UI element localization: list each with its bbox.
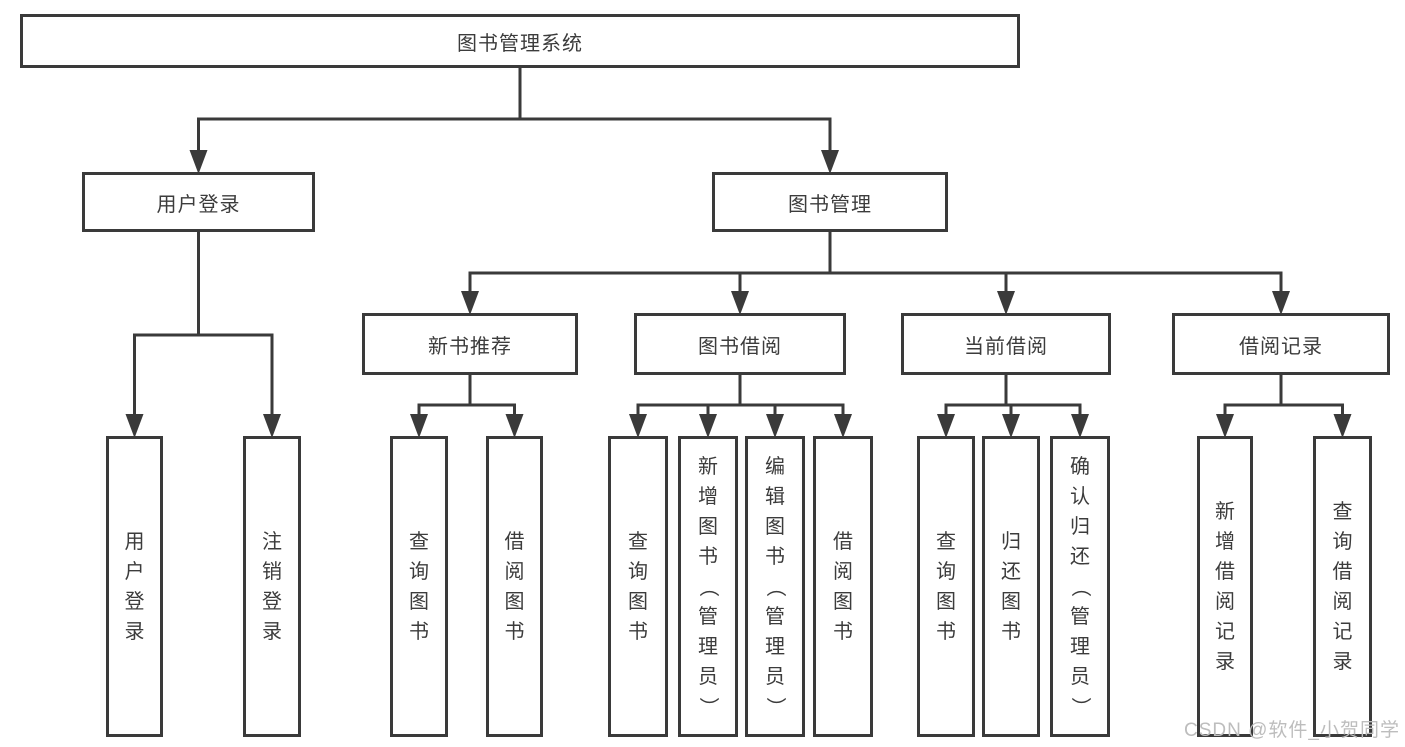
node-label: 新增图书（管理员） bbox=[697, 455, 719, 717]
node-leaf-logout: 注销登录 bbox=[243, 436, 301, 737]
node-label: 查询图书 bbox=[936, 530, 956, 643]
node-label: 图书管理 bbox=[788, 193, 872, 216]
node-label: 新书推荐 bbox=[428, 335, 512, 358]
node-label: 编辑图书（管理员） bbox=[764, 455, 786, 717]
node-bb-borrow-books: 借阅图书 bbox=[813, 436, 873, 737]
node-label: 新增借阅记录 bbox=[1215, 500, 1235, 673]
node-br-add-record: 新增借阅记录 bbox=[1197, 436, 1253, 737]
node-label: 用户登录 bbox=[124, 530, 145, 643]
node-nb-borrow-books: 借阅图书 bbox=[486, 436, 543, 737]
node-new-book-rec: 新书推荐 bbox=[362, 313, 578, 375]
node-label: 查询借阅记录 bbox=[1332, 500, 1353, 673]
node-label: 借阅图书 bbox=[504, 530, 525, 643]
node-cb-return-books: 归还图书 bbox=[982, 436, 1040, 737]
node-br-query-record: 查询借阅记录 bbox=[1313, 436, 1372, 737]
node-current-borrow: 当前借阅 bbox=[901, 313, 1111, 375]
node-label: 查询图书 bbox=[409, 530, 429, 643]
node-label: 确认归还（管理员） bbox=[1069, 455, 1091, 717]
node-bb-add-books: 新增图书（管理员） bbox=[678, 436, 738, 737]
node-borrow-records: 借阅记录 bbox=[1172, 313, 1390, 375]
node-label: 借阅记录 bbox=[1239, 335, 1323, 358]
node-label: 当前借阅 bbox=[964, 335, 1048, 358]
node-label: 图书管理系统 bbox=[457, 32, 583, 55]
node-cb-confirm-return: 确认归还（管理员） bbox=[1050, 436, 1110, 737]
node-book-borrow: 图书借阅 bbox=[634, 313, 846, 375]
node-bb-edit-books: 编辑图书（管理员） bbox=[745, 436, 805, 737]
node-cb-query-books: 查询图书 bbox=[917, 436, 975, 737]
node-label: 借阅图书 bbox=[833, 530, 853, 643]
node-user-login: 用户登录 bbox=[82, 172, 315, 232]
node-label: 注销登录 bbox=[262, 530, 282, 643]
node-book-mgmt: 图书管理 bbox=[712, 172, 948, 232]
node-nb-query-books: 查询图书 bbox=[390, 436, 448, 737]
node-root: 图书管理系统 bbox=[20, 14, 1020, 68]
node-leaf-user-login: 用户登录 bbox=[106, 436, 163, 737]
watermark: CSDN @软件_小贺同学 bbox=[1184, 720, 1400, 741]
node-label: 图书借阅 bbox=[698, 335, 782, 358]
node-label: 用户登录 bbox=[156, 193, 241, 216]
node-label: 归还图书 bbox=[1001, 530, 1021, 643]
node-label: 查询图书 bbox=[628, 530, 648, 643]
node-bb-query-books: 查询图书 bbox=[608, 436, 668, 737]
